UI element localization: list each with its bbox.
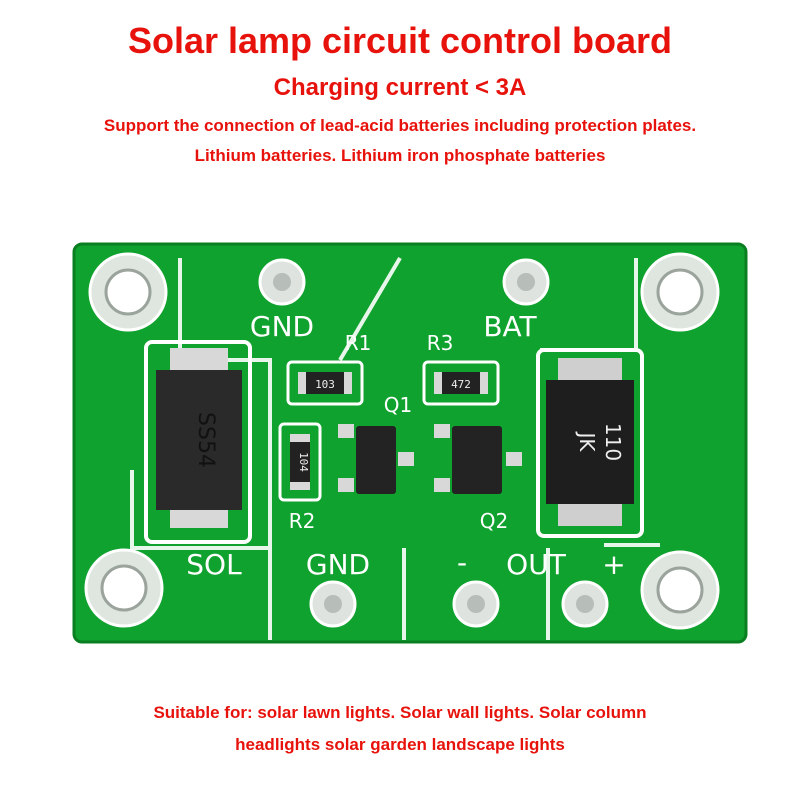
title: Solar lamp circuit control board bbox=[127, 20, 673, 61]
transistor-q1 bbox=[338, 424, 414, 494]
mounting-hole-tr bbox=[640, 252, 720, 332]
label-out: OUT bbox=[506, 548, 567, 581]
label-gnd-bottom: GND bbox=[306, 548, 370, 581]
footer-line-1: Suitable for: solar lawn lights. Solar w… bbox=[153, 703, 647, 722]
fuse-marking-1: JK bbox=[575, 430, 599, 452]
mounting-hole-br bbox=[640, 550, 720, 630]
r1-code: 103 bbox=[315, 378, 335, 391]
fuse-marking-2: 110 bbox=[601, 423, 625, 461]
label-gnd-top: GND bbox=[250, 310, 314, 343]
mounting-hole-tl bbox=[88, 252, 168, 332]
fuse-jk110: JK 110 bbox=[536, 348, 644, 538]
label-r3: R3 bbox=[427, 331, 454, 355]
description-line-2: Lithium batteries. Lithium iron phosphat… bbox=[194, 146, 606, 165]
mounting-hole-bl bbox=[84, 548, 164, 628]
description-line-1: Support the connection of lead-acid batt… bbox=[103, 116, 697, 135]
resistor-r1: 103 bbox=[286, 360, 364, 406]
label-sol: SOL bbox=[186, 548, 242, 581]
r2-code: 104 bbox=[297, 452, 310, 472]
label-q1: Q1 bbox=[384, 393, 412, 417]
diode-marking: SS54 bbox=[193, 412, 218, 468]
label-q2: Q2 bbox=[480, 509, 508, 533]
footer-line-2: headlights solar garden landscape lights bbox=[235, 735, 565, 754]
diode-ss54: SS54 bbox=[144, 340, 252, 544]
label-plus: + bbox=[602, 548, 625, 581]
label-minus: - bbox=[457, 546, 467, 579]
resistor-r2: 104 bbox=[278, 422, 322, 502]
subtitle: Charging current < 3A bbox=[273, 74, 527, 101]
r3-code: 472 bbox=[451, 378, 471, 391]
label-r2: R2 bbox=[289, 509, 316, 533]
transistor-q2 bbox=[434, 424, 522, 494]
label-r1: R1 bbox=[345, 331, 372, 355]
resistor-r3: 472 bbox=[422, 360, 500, 406]
label-bat: BAT bbox=[483, 310, 537, 343]
